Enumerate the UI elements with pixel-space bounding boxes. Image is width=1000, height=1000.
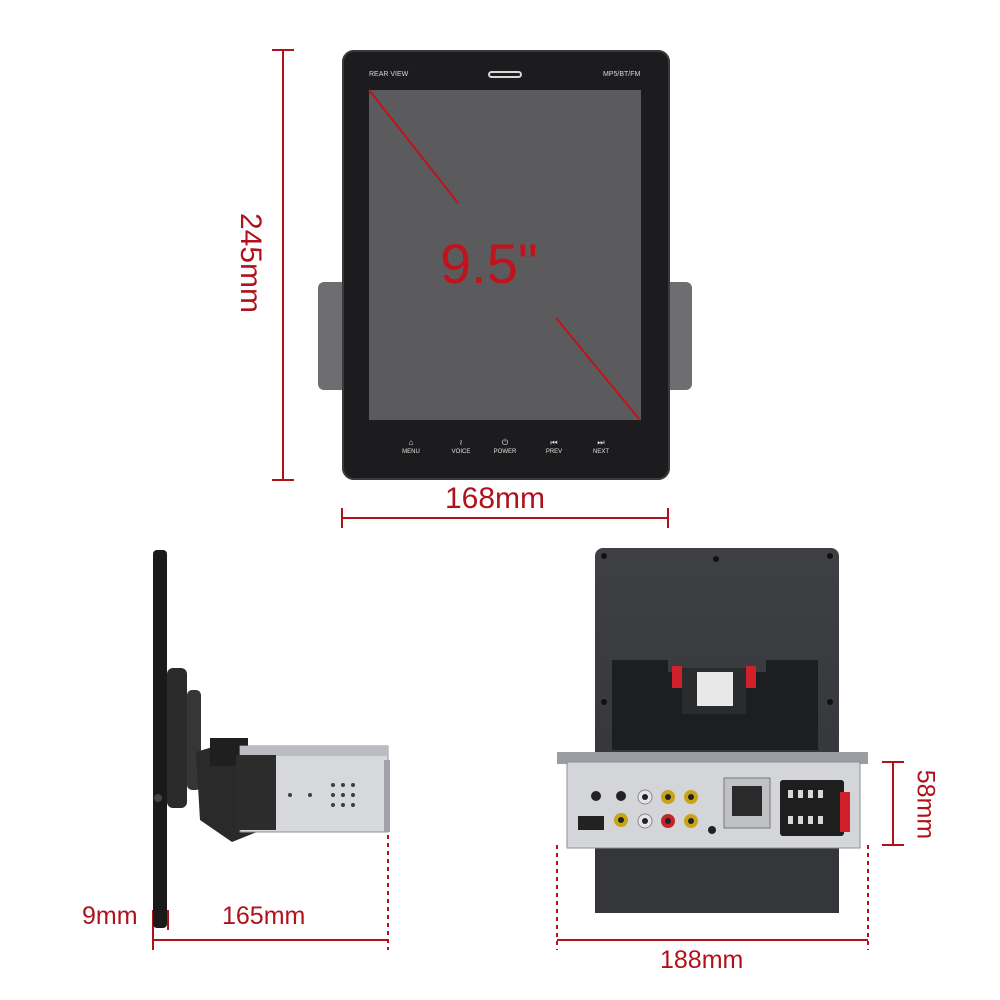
next-button[interactable]: ⏭ NEXT [583,438,619,456]
chassis-depth-dimension-label: 165mm [222,902,306,930]
next-button-label: NEXT [592,449,609,455]
previous-icon: ⏮ [550,438,558,447]
power-button-label: POWER [493,449,517,455]
back-width-dimension-label: 188mm [660,946,744,974]
media-label: MP5/BT/FM [603,71,641,78]
prev-button-label: PREV [545,449,563,455]
power-button[interactable]: ⏻ POWER [487,438,523,456]
screen-size-label: 9.5" [440,232,538,295]
microphone-icon: ≀ [459,438,463,447]
front-width-dimension-label: 168mm [445,482,546,515]
prev-button[interactable]: ⏮ PREV [536,438,572,456]
menu-button[interactable]: ⌂ MENU [393,438,429,456]
menu-button-label: MENU [402,449,420,455]
rear-view-label: REAR VIEW [369,71,409,78]
panel-depth-dimension-label: 9mm [82,902,138,930]
speaker-slot [488,71,522,78]
home-icon: ⌂ [408,438,414,447]
voice-button-label: VOICE [451,449,471,455]
voice-button[interactable]: ≀ VOICE [443,438,479,456]
next-icon: ⏭ [597,438,605,447]
power-icon: ⏻ [501,438,509,447]
